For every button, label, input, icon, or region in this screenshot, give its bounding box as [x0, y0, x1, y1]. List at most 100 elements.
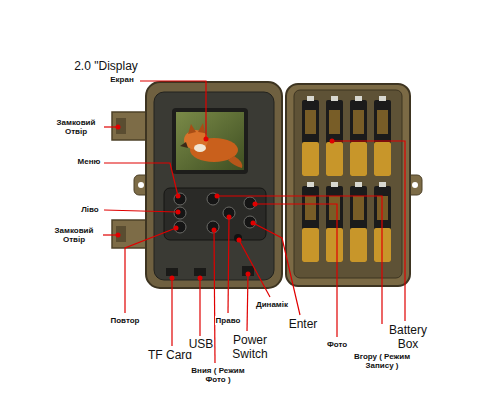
display-screen [176, 112, 244, 170]
battery [302, 186, 319, 262]
enter-label: Enter [288, 318, 319, 332]
battery [302, 142, 319, 176]
battery [350, 96, 367, 176]
battery [353, 196, 364, 220]
ports [166, 268, 178, 276]
battery [350, 228, 367, 262]
leader-line [103, 81, 405, 363]
battery [305, 110, 316, 134]
button-panel [174, 221, 186, 233]
repeat-label: Повтор [109, 316, 140, 325]
leader-dot [215, 194, 220, 199]
leader-line [332, 141, 405, 321]
lock-bracket [112, 220, 146, 248]
battery [374, 100, 391, 176]
battery [355, 182, 362, 187]
battery [307, 182, 314, 187]
battery [326, 142, 343, 176]
leader-dot [170, 276, 175, 281]
screen-label: Екран [109, 75, 135, 84]
menu-label: Меню [77, 157, 102, 166]
button-panel [223, 207, 235, 219]
right-label: Право [215, 316, 242, 325]
battery-door [294, 90, 402, 278]
button-panel [234, 234, 242, 242]
battery [326, 228, 343, 262]
battery [326, 96, 343, 176]
button-panel [244, 216, 256, 228]
leader-dot [251, 221, 256, 226]
ports [242, 266, 254, 276]
battery [353, 110, 364, 134]
battery [374, 96, 391, 176]
battery [307, 96, 314, 101]
leader-dot [330, 139, 335, 144]
speaker-label: Динамік [255, 300, 289, 309]
display-screen [194, 144, 206, 152]
leader-dot [176, 210, 181, 215]
battery-door [286, 84, 410, 286]
leader-dot [204, 137, 209, 142]
button-panel [207, 221, 219, 233]
display-screen [228, 156, 242, 168]
battery [350, 100, 367, 176]
leader-dot [212, 228, 217, 233]
mount-tab [412, 182, 418, 188]
display-screen [180, 142, 188, 148]
battery [355, 96, 362, 101]
battery [329, 110, 340, 134]
leader-line [125, 228, 176, 313]
up-label: Вгору ( Режим Запису ) [345, 352, 419, 370]
mount-tab [138, 182, 144, 188]
leader-line [217, 196, 382, 349]
leader-line [253, 223, 300, 315]
battery [302, 100, 319, 176]
leader-dot [253, 202, 258, 207]
ports [166, 266, 254, 276]
lock-bracket [112, 112, 146, 140]
tf-card-label: TF Card [147, 349, 193, 363]
leader-dot [116, 125, 121, 130]
leader-dot [176, 194, 181, 199]
left-label: Ліво [80, 205, 100, 214]
battery [331, 182, 338, 187]
button-panel [174, 207, 186, 219]
leader-dot [237, 238, 242, 243]
leader-line [255, 204, 337, 337]
button-panel [174, 193, 186, 205]
lock-hole-label: Замковий Отвір [51, 118, 101, 136]
leader-line [228, 217, 229, 313]
display-label: 2.0 "Display [73, 60, 139, 74]
battery [302, 96, 319, 176]
leader-line [247, 274, 248, 331]
power-switch-label: Power Switch [225, 334, 275, 362]
lock-bracket [116, 118, 126, 134]
battery-box-label: Battery Box [381, 324, 435, 352]
leader-line [171, 278, 172, 346]
leader-dot [227, 215, 232, 220]
battery [329, 196, 340, 220]
battery-door [286, 84, 410, 286]
battery [326, 182, 343, 262]
lock-hole-label: Замковий Отвір [49, 226, 99, 244]
battery [350, 142, 367, 176]
leader-line [239, 240, 270, 297]
leader-line [140, 81, 206, 138]
battery [302, 96, 391, 262]
leader-dot [198, 276, 203, 281]
battery [305, 196, 316, 220]
battery [326, 186, 343, 262]
battery [331, 96, 338, 101]
battery [379, 182, 386, 187]
usb-label: USB [188, 338, 215, 352]
battery [374, 142, 391, 176]
battery [326, 100, 343, 176]
down-label: Вния ( Режим Фото ) [188, 366, 248, 384]
ports [194, 268, 206, 276]
leader-line [199, 278, 200, 336]
battery [350, 182, 367, 262]
battery [302, 182, 319, 262]
button-panel [207, 193, 219, 205]
battery [377, 110, 388, 134]
